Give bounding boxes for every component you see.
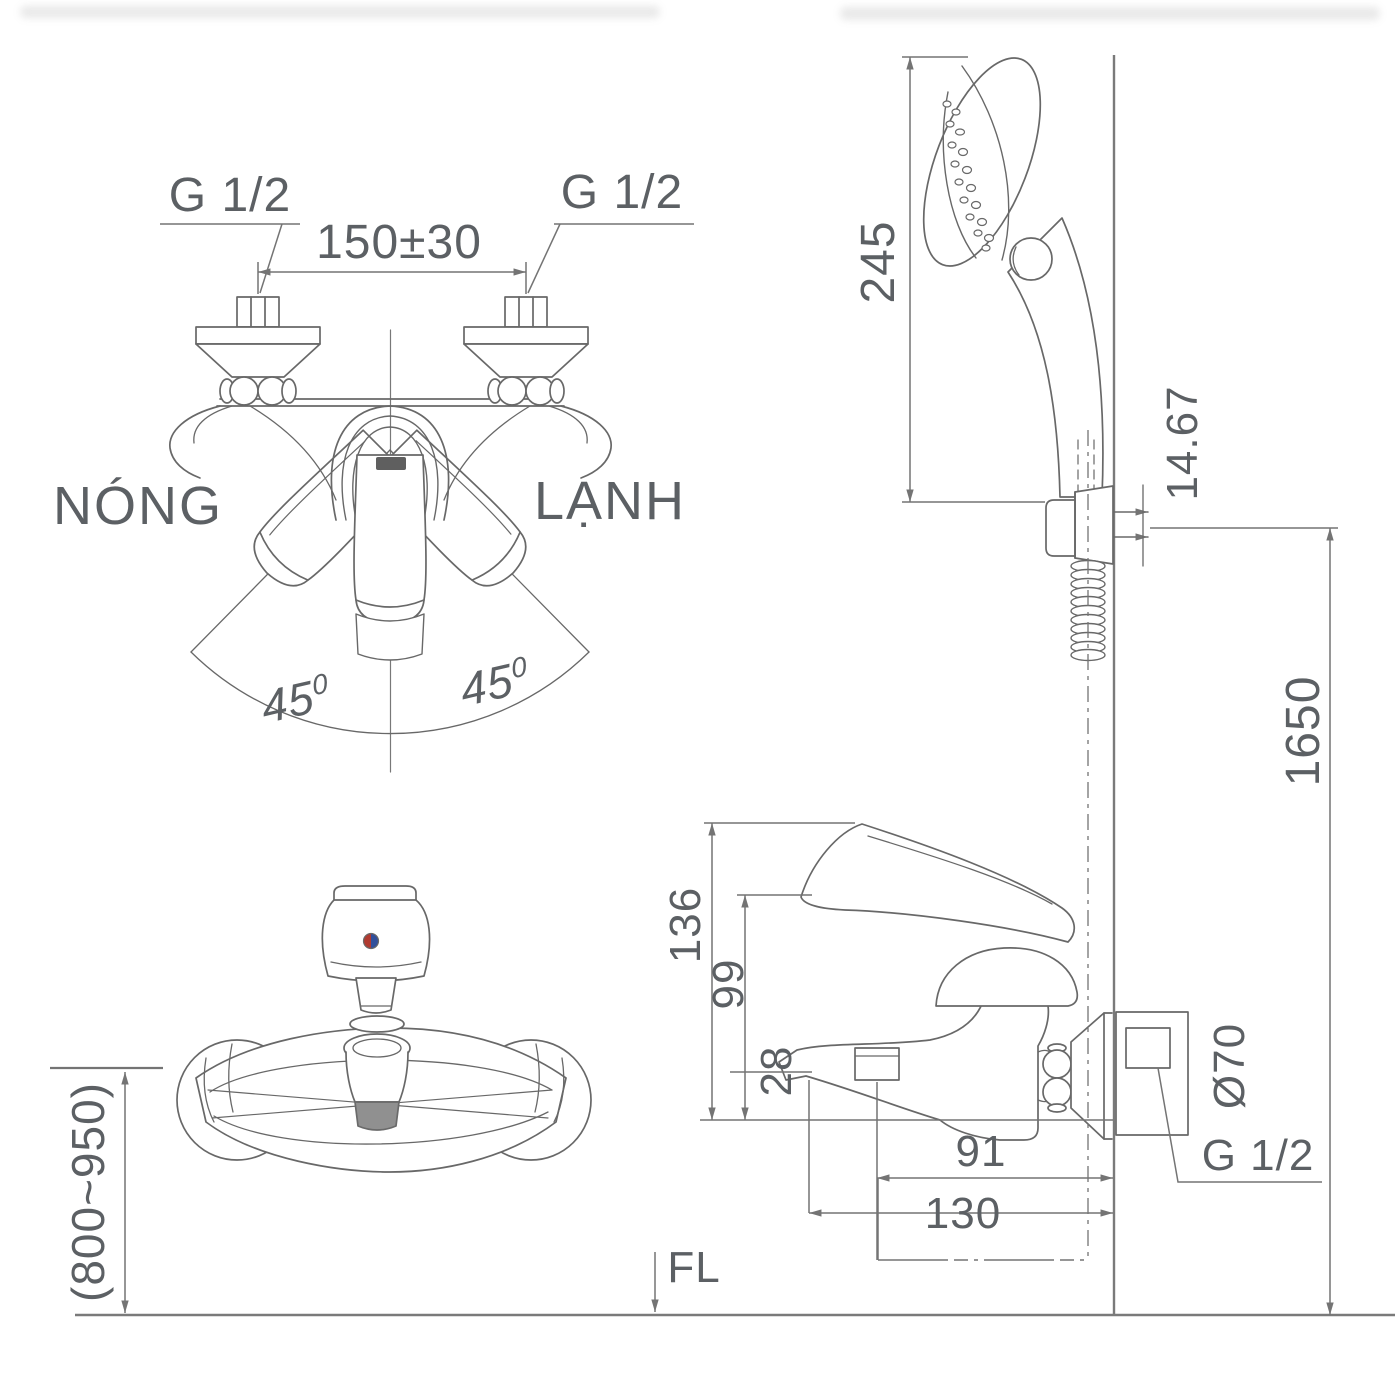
shower-dimensions — [902, 56, 1338, 1315]
front-view-dimensions — [160, 223, 694, 294]
scan-artifact — [20, 6, 660, 18]
installed-front-view-group — [176, 885, 592, 1173]
spray-nozzle-dots — [942, 100, 995, 252]
wall-thread-label: G 1/2 — [1201, 1131, 1315, 1180]
dimension-91: 91 — [955, 1127, 1007, 1176]
shower-mount-height-dimension: 1650 — [1277, 675, 1330, 787]
scan-artifact — [840, 7, 1380, 20]
side-view-dimensions — [700, 822, 1322, 1261]
dimension-99: 99 — [704, 958, 753, 1010]
side-view-group — [778, 823, 1189, 1141]
dimension-130: 130 — [924, 1189, 1002, 1238]
thread-size-label-right: G 1/2 — [560, 166, 684, 219]
escutcheon-diameter-label: Ø70 — [1205, 1022, 1254, 1110]
hot-water-label: NÓNG — [53, 476, 223, 536]
bracket-offset-dimension: 14.67 — [1158, 385, 1207, 501]
aerator-mouth — [354, 1101, 400, 1131]
shower-head-length-dimension: 245 — [852, 220, 905, 304]
install-height-dimension — [50, 1066, 659, 1313]
dimension-136: 136 — [661, 886, 710, 964]
front-view-group — [169, 296, 612, 773]
handle-indicator-mark — [376, 457, 406, 470]
hand-shower-group — [922, 57, 1149, 662]
cold-water-label: LẠNH — [533, 471, 687, 531]
install-height-range-label: (800~950) — [62, 1082, 114, 1302]
dimension-28: 28 — [752, 1045, 801, 1097]
wall-and-floor — [75, 55, 1395, 1317]
shower-hose-coil — [1070, 559, 1106, 662]
thread-size-label-left: G 1/2 — [168, 169, 292, 222]
floor-level-label: FL — [667, 1243, 721, 1292]
hot-cold-indicator — [362, 932, 380, 950]
center-distance-dimension: 150±30 — [316, 216, 482, 269]
